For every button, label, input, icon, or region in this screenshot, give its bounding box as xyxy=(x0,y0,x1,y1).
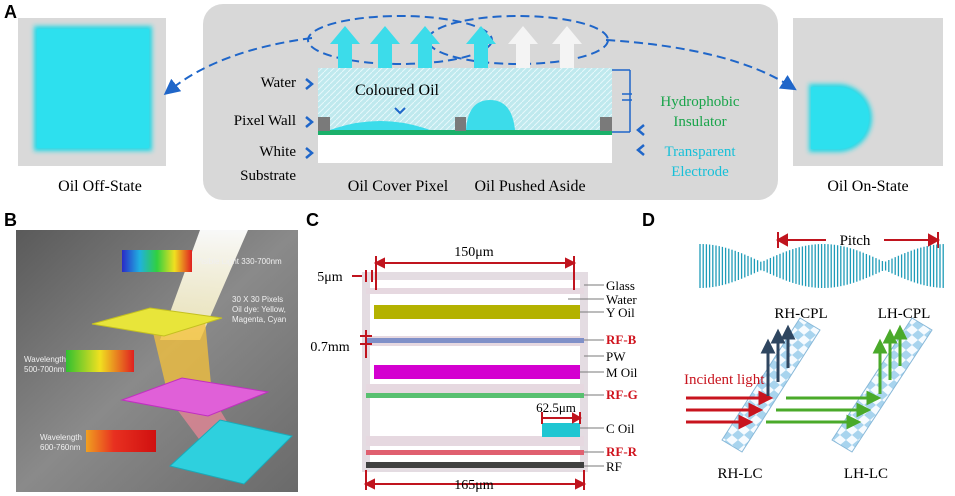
magenta-oil-layer xyxy=(120,377,270,417)
layer-m-oil: M Oil xyxy=(606,365,638,380)
spectrum-600-760 xyxy=(86,430,156,452)
layer-leaders xyxy=(568,284,604,467)
dim-625-label: 62.5μm xyxy=(536,400,576,415)
pixel-wall-middle xyxy=(455,117,466,131)
panel-c: C 150μm xyxy=(306,210,638,493)
label-substrate: Substrate xyxy=(240,168,296,184)
white-substrate xyxy=(318,135,612,163)
layer-rf: RF xyxy=(606,459,622,474)
layer-c-oil: C Oil xyxy=(606,421,635,436)
yellow-oil-layer xyxy=(91,307,223,337)
dim-07-line xyxy=(360,330,372,358)
yellow-beam xyxy=(150,320,212,395)
c-oil-bar xyxy=(542,423,580,437)
dashed-arrow-left xyxy=(163,37,313,95)
layer-water: Water xyxy=(606,292,637,307)
reflected-white-arrows xyxy=(508,26,582,68)
lh-cpl-arrows xyxy=(872,324,908,394)
label-water: Water xyxy=(261,75,296,91)
panel-a: A Oil Off-State Oil On-State xyxy=(4,2,943,200)
layer-rf-b: RF-B xyxy=(606,332,637,347)
coloured-oil-label: Coloured Oil xyxy=(355,82,440,99)
cyan-oil-layer xyxy=(168,419,293,485)
oil-droplet-right xyxy=(466,100,515,130)
left-label-pointers xyxy=(305,78,314,159)
lh-cpl-label: LH-CPL xyxy=(878,306,931,322)
rf-g-bar xyxy=(366,393,584,398)
visible-light-label: Visible Light 330-700nm xyxy=(196,257,282,266)
panel-d: D Pitch xyxy=(642,210,944,482)
layer-rf-r: RF-R xyxy=(606,444,638,459)
dim-07-label: 0.7mm xyxy=(310,340,349,355)
caption-oil-cover: Oil Cover Pixel xyxy=(348,178,449,195)
pixel-wall-left xyxy=(318,117,330,131)
pixels-label: 30 X 30 Pixels xyxy=(232,295,283,304)
rh-cpl-label: RH-CPL xyxy=(774,306,827,322)
panel-b-letter: B xyxy=(4,210,17,230)
label-transparent: Transparent xyxy=(664,144,736,160)
label-electrode: Electrode xyxy=(671,164,729,180)
oil-film-left xyxy=(330,121,430,130)
rf-bar xyxy=(366,462,584,468)
dim-150-line xyxy=(373,256,577,290)
layer-glass: Glass xyxy=(606,278,635,293)
wavelength2-range: 600-760nm xyxy=(40,443,81,452)
dim-165-line xyxy=(363,470,587,490)
transmitted-arrows xyxy=(766,390,882,430)
label-insulator: Insulator xyxy=(673,114,726,130)
layer-y-oil: Y Oil xyxy=(606,305,635,320)
spectrum-500-700 xyxy=(66,350,134,372)
on-state-oil xyxy=(811,87,869,149)
right-label-pointers xyxy=(636,124,645,156)
label-hydrophobic: Hydrophobic xyxy=(660,94,739,110)
layer-pw: PW xyxy=(606,349,626,364)
off-state-caption: Oil Off-State xyxy=(58,178,142,195)
hydrophobic-layer xyxy=(318,130,612,135)
dim-5-label: 5μm xyxy=(317,270,343,285)
panel-c-letter: C xyxy=(306,210,319,230)
m-oil-bar xyxy=(374,365,580,379)
lh-lc-slab xyxy=(831,317,933,453)
off-state-oil xyxy=(37,29,149,148)
dim-165-label: 165μm xyxy=(454,478,494,493)
wavelength2-label: Wavelength xyxy=(40,433,82,442)
on-state-caption: Oil On-State xyxy=(827,178,908,195)
label-white: White xyxy=(259,144,296,160)
dim-625-line xyxy=(541,412,583,424)
panel-b: B Visible Light 330-700nm 30 X 30 Pixels… xyxy=(4,210,298,492)
incident-arrows xyxy=(686,390,774,430)
rh-lc-label: RH-LC xyxy=(718,466,763,482)
right-bracket xyxy=(612,69,632,133)
pitch-dimension xyxy=(775,232,941,248)
dim-150-label: 150μm xyxy=(454,245,494,260)
incident-light-label: Incident light xyxy=(684,372,765,388)
panel-d-letter: D xyxy=(642,210,655,230)
lh-lc-label: LH-LC xyxy=(844,466,888,482)
label-pixel-wall: Pixel Wall xyxy=(234,113,296,129)
wavelength1-range: 500-700nm xyxy=(24,365,65,374)
dye-colors-label: Magenta, Cyan xyxy=(232,315,286,324)
layer-rf-g: RF-G xyxy=(606,387,638,402)
pitch-label: Pitch xyxy=(840,233,871,249)
dim-5-line xyxy=(352,270,373,282)
rh-cpl-arrows xyxy=(760,324,796,396)
rf-r-bar xyxy=(366,450,584,455)
helical-wave xyxy=(699,244,944,288)
spectrum-visible xyxy=(122,250,192,272)
coloured-oil-pointer xyxy=(394,107,406,115)
wavelength1-label: Wavelength xyxy=(24,355,66,364)
pixel-wall-right xyxy=(600,117,612,131)
rh-lc-slab xyxy=(721,317,821,453)
caption-oil-pushed: Oil Pushed Aside xyxy=(474,178,585,195)
dashed-arrow-right xyxy=(605,39,797,91)
panel-a-letter: A xyxy=(4,2,17,22)
y-oil-bar xyxy=(374,305,580,319)
reflected-cyan-arrows xyxy=(330,26,496,68)
rf-b-bar xyxy=(366,338,584,343)
oil-dye-label: Oil dye: Yellow, xyxy=(232,305,286,314)
